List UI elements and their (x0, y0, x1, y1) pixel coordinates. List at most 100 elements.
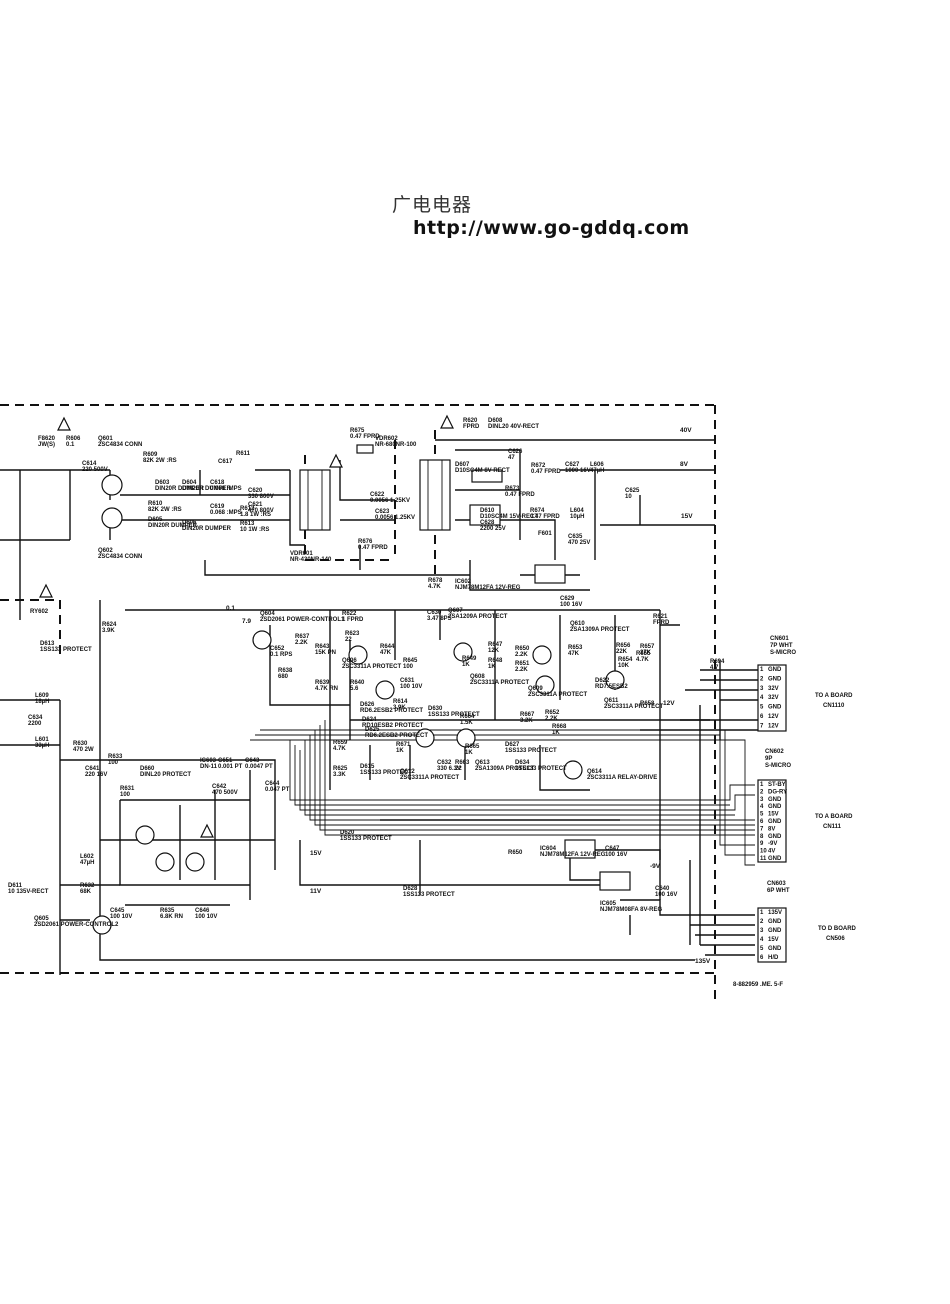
connector-destination: TO A BOARD (815, 693, 853, 699)
rail-voltage-label: 8V (680, 461, 689, 468)
component-value: DIN20R DUMPER (182, 486, 232, 492)
component-ref: R650 (508, 850, 523, 856)
component-value: 100 16V (655, 892, 677, 898)
component-value: 2SD2061 POWER-CONTROL1 (260, 617, 345, 623)
component-ref: R637 (295, 634, 310, 640)
component-value: 47K (568, 651, 580, 657)
component-ref: C617 (218, 459, 233, 465)
component-ref: R649 (462, 656, 477, 662)
rail-voltage-label: 15V (681, 513, 693, 520)
component-value: 4.7K RN (315, 686, 338, 692)
connector-pin-number: 4 (760, 695, 764, 701)
component-ref: R614 (393, 699, 408, 705)
component-ref: R676 (358, 539, 373, 545)
connector-cn602 (757, 779, 787, 863)
component-ref: R621 (653, 614, 668, 620)
component-value: 0.0056 1.25KV (370, 498, 410, 504)
component-ref: R622 (342, 611, 357, 617)
connector-ref: CN602 (765, 749, 784, 755)
connector-pin-label: GND (768, 705, 782, 711)
component-value: 1K (552, 730, 560, 736)
component-value: D10SC4M 15V-RECT (480, 514, 538, 520)
component-value: 47µH (80, 860, 94, 866)
component-ref: R645 (403, 658, 418, 664)
component-value: 12K (488, 648, 500, 654)
component-value: 0.47 FPRD (530, 514, 560, 520)
component-ref: Q608 (470, 674, 485, 680)
component-ref: C621 (248, 502, 263, 508)
component-value: 2SC3311A PROTECT (604, 704, 663, 710)
connector-pin-label: GND (768, 928, 782, 934)
component-value: 3.9K (102, 628, 115, 634)
component-ref: L609 (35, 693, 49, 699)
component-value: 2.2K (515, 652, 528, 658)
component-value: 1SS133 PROTECT (515, 766, 567, 772)
component-value: 1K (488, 664, 496, 670)
component-ref: IC605 (600, 901, 617, 907)
connector-pin-label: 15V (768, 937, 779, 943)
component-value: 0.1 (66, 442, 75, 448)
component-value: 100 (108, 760, 119, 766)
connector-pin-label: 15V (768, 812, 779, 818)
component-value: 0.1 RPS (270, 652, 292, 658)
component-ref: C647 (605, 846, 620, 852)
rail-voltage-label: 7.9 (242, 618, 251, 625)
connector-pin-number: 4 (760, 937, 764, 943)
component-ref: RY602 (30, 609, 49, 615)
component-ref: C614 (82, 461, 97, 467)
connector-spec: 9P (765, 756, 772, 762)
component-ref: R623 (345, 631, 360, 637)
watermark-url[interactable]: http://www.go-gddq.com (413, 217, 690, 239)
component-ref: D610 (480, 508, 495, 514)
component-value: 2.2K (545, 716, 558, 722)
component-ref: Q605 (34, 916, 49, 922)
component-value: 0.47 FPRD (505, 492, 535, 498)
component-ref: R620 (463, 418, 478, 424)
rail-voltage-label: 40V (680, 427, 692, 434)
connector-pin-number: 7 (760, 723, 764, 729)
component-value: 2SC4834 CONN (98, 554, 142, 560)
component-value: 22 (455, 766, 462, 772)
warning-icon (200, 823, 214, 838)
component-value: 5.6 (350, 686, 359, 692)
component-value: 470 25V (568, 540, 590, 546)
connector-ref: CN601 (770, 636, 789, 642)
component-ref: C646 (195, 908, 210, 914)
component-ref: D630 (428, 706, 443, 712)
component-ref: R630 (73, 741, 88, 747)
component-value: 22K (616, 649, 628, 655)
component-value: 0.047 PT (265, 787, 290, 793)
warning-icon-group (39, 414, 454, 838)
component-value: DINL20 PROTECT (140, 772, 191, 778)
warning-icon (39, 583, 53, 598)
watermark-site-name: 广电电器 (392, 194, 473, 216)
connector-pin-number: 5 (760, 812, 764, 818)
component-value: 4.7 (710, 665, 719, 671)
component-ref: R647 (488, 642, 503, 648)
component-value: 47K (380, 650, 392, 656)
connector-pin-label: GND (768, 819, 782, 825)
connector-pin-label: 12V (768, 714, 779, 720)
connector-pin-number: 1 (760, 667, 764, 673)
component-value: 0.47 FPRD (531, 469, 561, 475)
component-ref: D634 (515, 760, 530, 766)
component-value: 0.068 :MPS (210, 486, 242, 492)
component-ref: R665 (465, 744, 480, 750)
component-ref: D615 (360, 764, 375, 770)
component-ref: D624 (362, 717, 377, 723)
rail-voltage-label: 11V (310, 888, 322, 895)
component-ref: C640 (655, 886, 670, 892)
component-value: 470 800V (248, 508, 274, 514)
component-value: NR-680NR-100 (375, 442, 417, 448)
component-ref: D608 (488, 418, 503, 424)
connector-spec: 6P WHT (767, 888, 790, 894)
component-ref: L601 (35, 737, 49, 743)
component-value: 3.9K (393, 705, 406, 711)
component-value: 1000 16V (565, 468, 591, 474)
component-value: 2SA1309A PROTECT (475, 766, 535, 772)
component-value: 2.2K (515, 667, 528, 673)
component-ref: C642 (212, 784, 227, 790)
component-ref: R606 (66, 436, 81, 442)
component-value: 2200 (28, 721, 42, 727)
ic-symbols (356, 444, 631, 891)
